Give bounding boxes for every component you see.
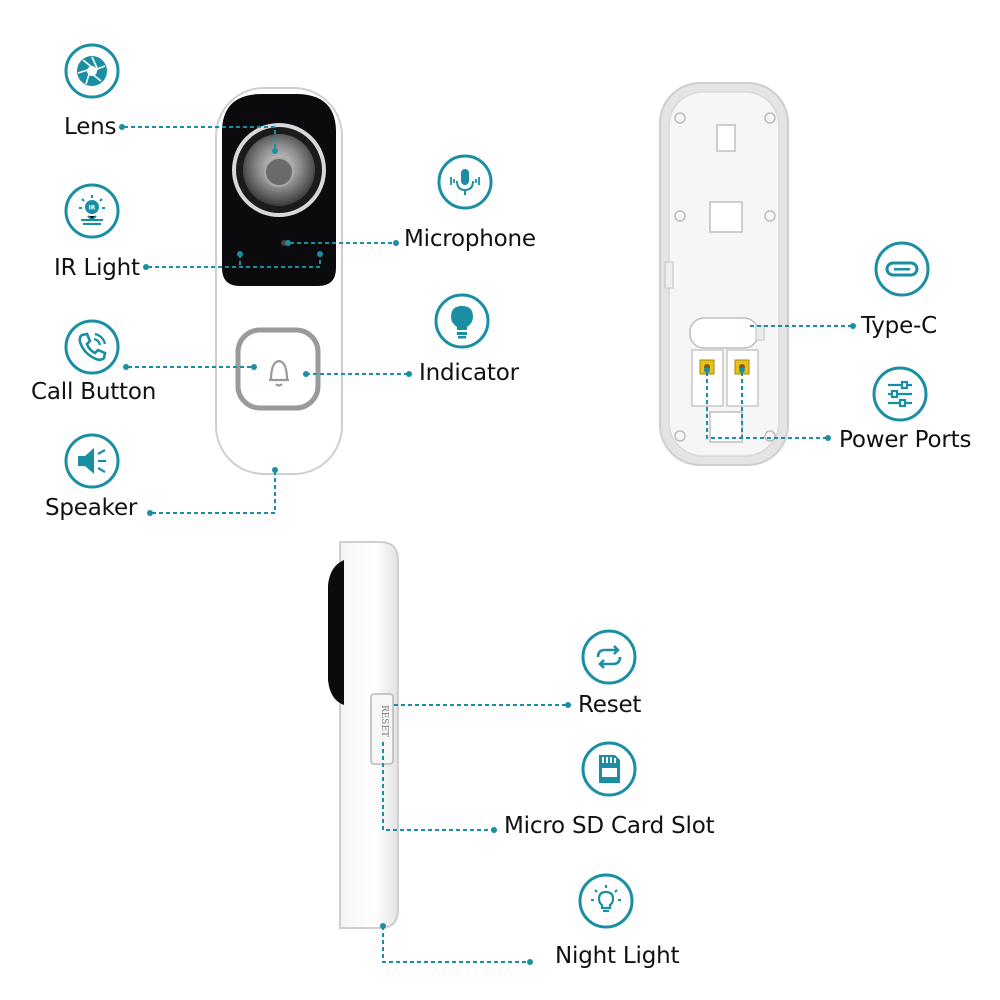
aperture-icon: [63, 42, 121, 100]
phone-call-icon: [63, 318, 121, 376]
reset-side-label: RESET: [379, 704, 389, 738]
side-camera-edge: [328, 560, 344, 705]
call-button-shape: [235, 327, 321, 411]
back-plate: [659, 82, 789, 466]
label-reset: Reset: [578, 692, 642, 718]
label-speaker: Speaker: [45, 495, 138, 521]
label-microphone: Microphone: [404, 226, 536, 252]
label-lens: Lens: [64, 114, 117, 140]
label-call-button: Call Button: [31, 379, 157, 405]
label-type-c: Type-C: [861, 313, 937, 339]
leader-dots: [119, 124, 856, 965]
usb-type-c-icon: [873, 240, 931, 298]
svg-text:IR: IR: [89, 205, 96, 212]
sliders-icon: [871, 365, 929, 423]
leader-lines: [124, 126, 853, 963]
label-power-ports: Power Ports: [839, 427, 972, 453]
night-light-icon: [577, 872, 635, 930]
front-view-doorbell: [215, 87, 343, 475]
bell-icon: [269, 359, 289, 387]
ir-light-icon: IR: [63, 182, 121, 240]
type-c-port-cover: [689, 317, 759, 349]
speaker-icon: [63, 432, 121, 490]
label-micro-sd-card-slot: Micro SD Card Slot: [504, 813, 715, 839]
side-view-doorbell: [328, 541, 399, 929]
label-indicator: Indicator: [419, 360, 519, 386]
label-ir-light: IR Light: [54, 255, 140, 281]
microphone-icon: [436, 153, 494, 211]
sd-card-icon: [580, 740, 638, 798]
lightbulb-icon: [433, 292, 491, 350]
label-night-light: Night Light: [555, 943, 680, 969]
reset-icon: [580, 628, 638, 686]
